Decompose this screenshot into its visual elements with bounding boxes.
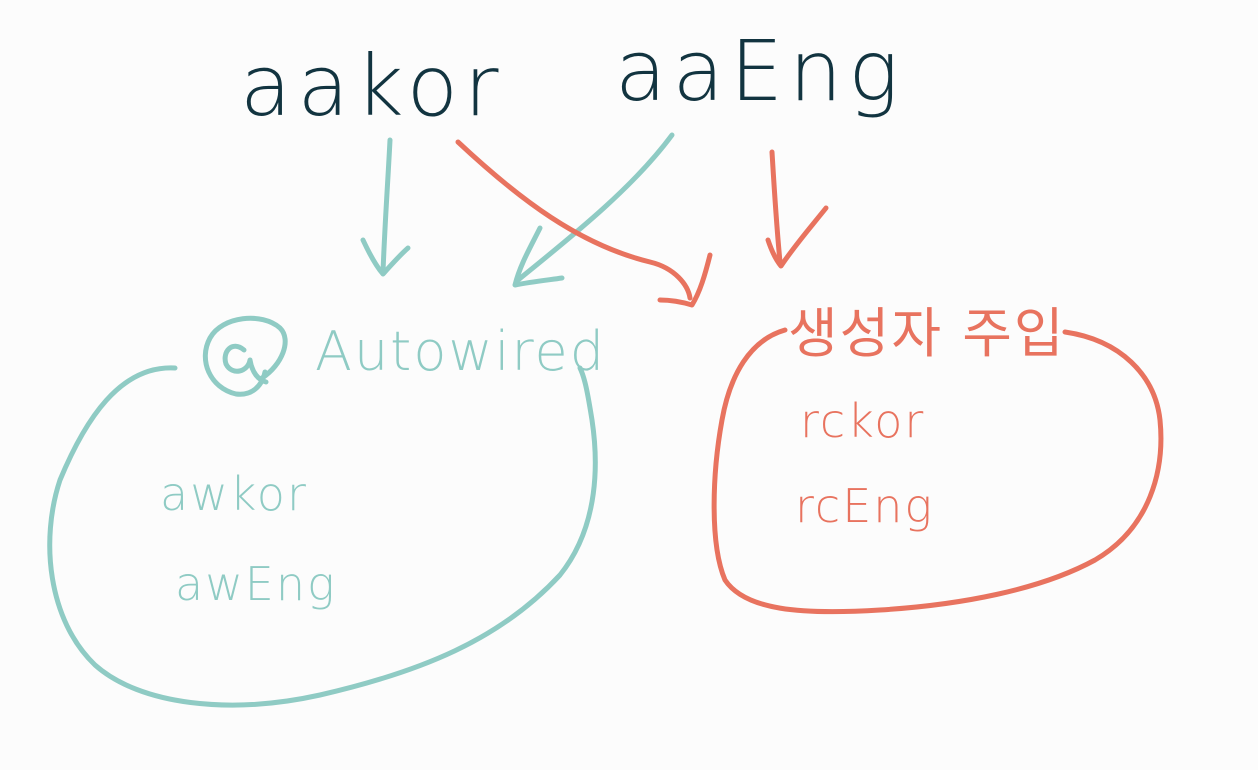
edge-aakor-to-autowired [360, 137, 411, 277]
source-aaeng: aaEng [615, 22, 905, 120]
group-constructor-outline [711, 327, 1164, 615]
group-constructor-item: rcEng [795, 479, 934, 533]
group-constructor-title: 생성자 주입 [788, 302, 1066, 365]
group-autowired: Autowired awkor awEng [47, 315, 606, 708]
edge-aaeng-to-autowired [512, 132, 675, 288]
group-autowired-outline [47, 365, 598, 708]
group-constructor-item: rckor [800, 394, 925, 448]
group-autowired-item: awkor [160, 467, 308, 521]
edge-aakor-to-constructor [455, 139, 713, 308]
edge-aaeng-to-constructor [765, 149, 829, 269]
group-constructor-injection: 생성자 주입 rckor rcEng [711, 302, 1164, 615]
group-autowired-title: Autowired [315, 320, 606, 383]
source-aakor: aakor [240, 37, 505, 135]
at-sign-icon [202, 315, 288, 397]
group-autowired-item: awEng [175, 557, 337, 611]
